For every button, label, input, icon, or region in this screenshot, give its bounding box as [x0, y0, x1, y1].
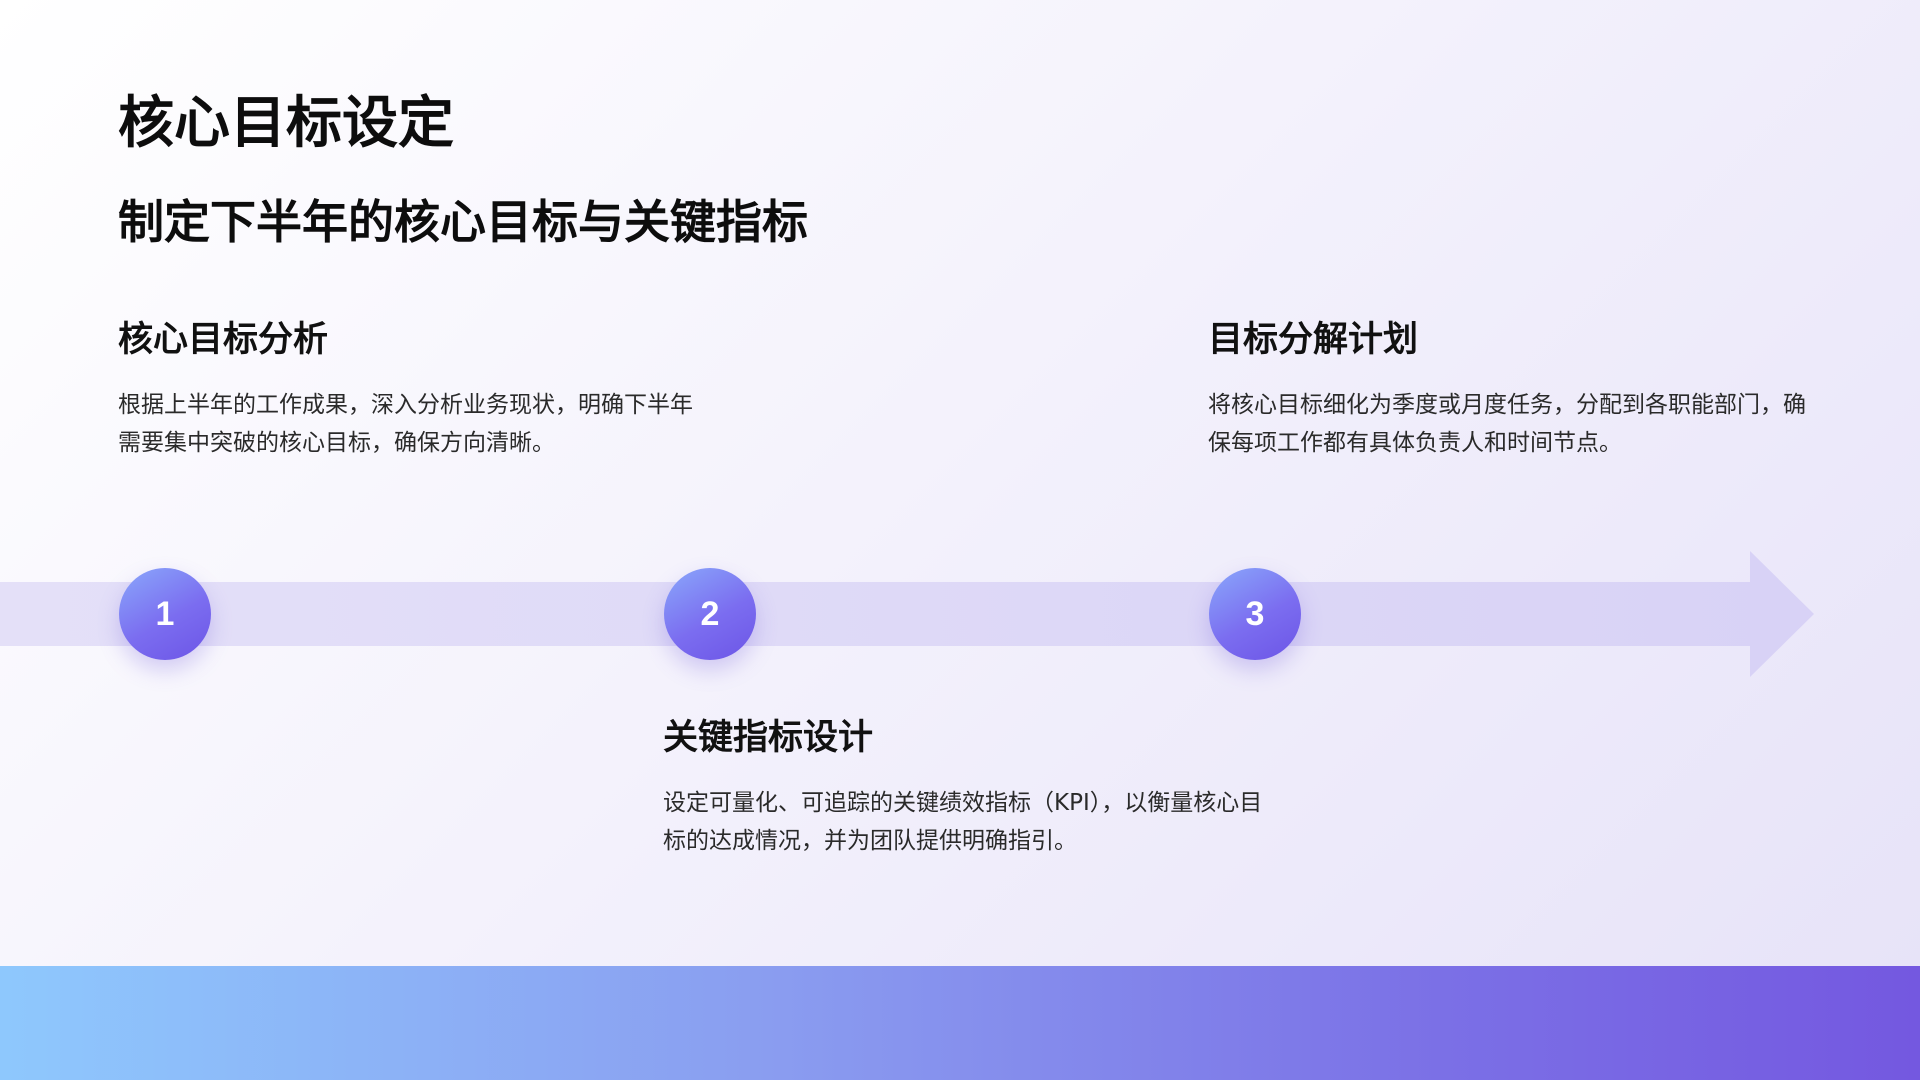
- step-1-heading: 核心目标分析: [118, 320, 329, 360]
- timeline-arrow: [0, 551, 1814, 677]
- step-1-description: 根据上半年的工作成果，深入分析业务现状，明确下半年需要集中突破的核心目标，确保方…: [118, 392, 693, 456]
- slide-title: 核心目标设定: [118, 91, 454, 156]
- arrow-shape: [0, 551, 1814, 677]
- step-2-description: 设定可量化、可追踪的关键绩效指标（KPI），以衡量核心目标的达成情况，并为团队提…: [663, 790, 1263, 854]
- slide-subtitle: 制定下半年的核心目标与关键指标: [118, 195, 808, 249]
- step-3-description: 将核心目标细化为季度或月度任务，分配到各职能部门，确保每项工作都有具体负责人和时…: [1208, 392, 1806, 456]
- step-3-number: 3: [1245, 594, 1265, 633]
- timeline: 1 2 3: [0, 548, 1920, 688]
- step-1-block: 核心目标分析 根据上半年的工作成果，深入分析业务现状，明确下半年需要集中突破的核…: [118, 316, 708, 462]
- step-3-marker: 3: [1209, 568, 1301, 660]
- step-1-marker: 1: [119, 568, 211, 660]
- step-3-block: 目标分解计划 将核心目标细化为季度或月度任务，分配到各职能部门，确保每项工作都有…: [1208, 316, 1818, 462]
- step-1-number: 1: [155, 594, 175, 633]
- step-3-heading: 目标分解计划: [1208, 320, 1419, 360]
- step-2-block: 关键指标设计 设定可量化、可追踪的关键绩效指标（KPI），以衡量核心目标的达成情…: [663, 714, 1273, 860]
- step-2-number: 2: [700, 594, 720, 633]
- step-2-marker: 2: [664, 568, 756, 660]
- step-2-heading: 关键指标设计: [663, 718, 874, 758]
- footer-band: [0, 966, 1920, 1080]
